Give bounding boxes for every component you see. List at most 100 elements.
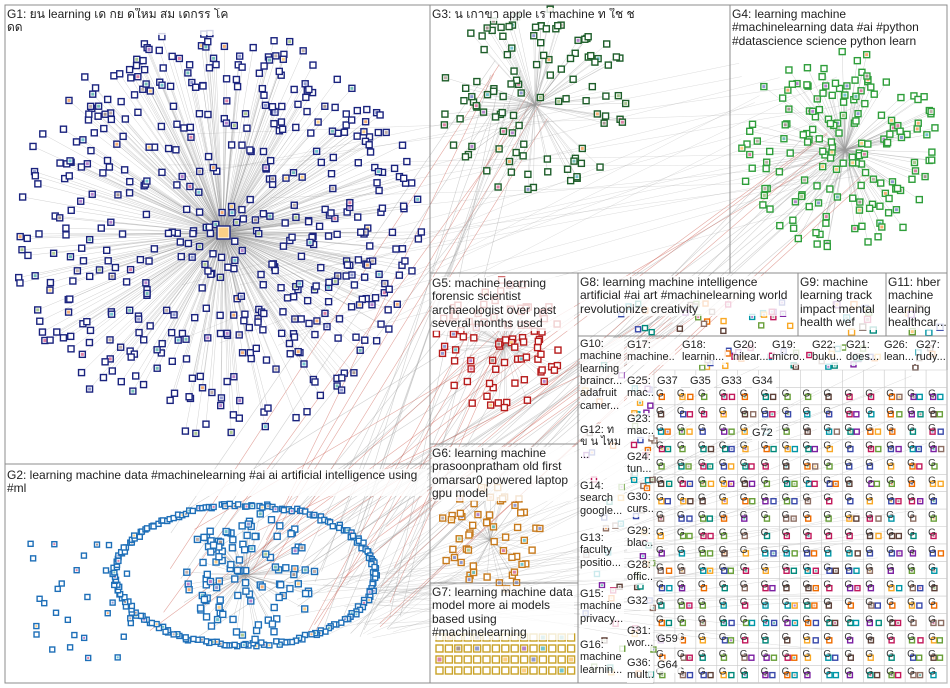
small-group-node-avatar (642, 555, 644, 557)
g3-node-avatar (443, 123, 446, 126)
g1-node (278, 119, 284, 125)
small-group-node-avatar (771, 413, 773, 415)
small-group-tag: G (656, 388, 664, 399)
g1-node-avatar (298, 282, 301, 285)
small-group-tag: G (886, 475, 894, 486)
g1-node-avatar (198, 170, 201, 173)
g4-node (828, 139, 834, 145)
g1-node-avatar (359, 349, 362, 352)
g1-node (261, 63, 267, 69)
g1-node (318, 265, 324, 271)
small-group-node (854, 516, 859, 521)
small-group-tag: G (761, 441, 769, 452)
small-group-tag: G (740, 597, 748, 608)
small-group-tag: G (740, 528, 748, 539)
small-group-tag: G (740, 562, 748, 573)
small-group-node (708, 447, 713, 452)
small-group-tag: G (886, 528, 894, 539)
g1-node (178, 254, 184, 260)
g1-node (86, 340, 92, 346)
g3-node (544, 156, 550, 162)
small-group-tag: G (782, 458, 790, 469)
small-group-tag: G (928, 475, 936, 486)
g2-isolate-node (121, 634, 126, 639)
g2-inner-node-avatar (300, 546, 303, 549)
small-group-node-avatar (794, 674, 796, 676)
g1-node (317, 392, 323, 398)
small-group-tag: G (761, 667, 769, 678)
g5-node (471, 335, 477, 341)
small-group-tag: G (928, 562, 936, 573)
g4-node (828, 155, 834, 161)
g1-node (142, 67, 148, 73)
small-group-tag: G (844, 580, 852, 591)
g5-node (503, 337, 509, 343)
g1-node (304, 409, 310, 415)
g5-node-avatar (452, 333, 455, 336)
small-group-tag: G (803, 632, 811, 643)
g1-node (362, 274, 368, 280)
g4-node (824, 243, 830, 249)
g2-inner-node (287, 586, 293, 592)
small-group-tag: G (719, 562, 727, 573)
g1-edge (223, 233, 317, 321)
g1-node-avatar (309, 241, 312, 244)
g6-node-avatar (467, 549, 470, 552)
small-group-tag: G (844, 528, 852, 539)
g1-node (60, 126, 66, 132)
small-group-tag: G (719, 388, 727, 399)
g1-node (187, 62, 193, 68)
small-group-tag: G (865, 493, 873, 504)
g11-node-avatar (911, 330, 914, 333)
g2-inner-node (234, 567, 240, 573)
g6-node (470, 522, 476, 528)
g1-node (109, 368, 115, 374)
g6-node (484, 574, 490, 580)
g6-node-avatar (460, 561, 463, 564)
small-group-node (688, 394, 693, 399)
g1-node (235, 84, 241, 90)
g3-node (570, 76, 576, 82)
small-group-node (648, 403, 653, 408)
small-group-tag: G (907, 475, 915, 486)
g1-node-avatar (203, 263, 206, 266)
g4-node (820, 148, 826, 154)
small-group-node (791, 568, 796, 573)
g18-label: G18: learnin... (682, 339, 726, 365)
g1-node-avatar (146, 292, 149, 295)
g1-node (386, 326, 392, 332)
g3-node (484, 168, 490, 174)
small-group-tag: G (803, 441, 811, 452)
small-group-tag: G (803, 388, 811, 399)
g1-node (334, 76, 340, 82)
g2-ring-node-avatar (224, 505, 226, 507)
g7-node (474, 667, 481, 674)
g8-node (759, 323, 764, 328)
g1-node (298, 316, 304, 322)
small-group-tag: G (761, 528, 769, 539)
g1-node (66, 173, 72, 179)
g1-node (229, 142, 235, 148)
small-group-tag: G (823, 423, 831, 434)
g3-node-avatar (511, 131, 514, 134)
small-group-tag: G (907, 667, 915, 678)
small-group-tag: G (740, 667, 748, 678)
g1-node-avatar (366, 264, 369, 267)
small-group-tag: G (928, 441, 936, 452)
g4-node (776, 169, 782, 175)
g1-node (86, 111, 92, 117)
g3-node (498, 24, 504, 30)
g1-node (332, 104, 338, 110)
g4-node (854, 58, 860, 64)
g4-node-avatar (896, 124, 899, 127)
g1-node (147, 323, 153, 329)
g1-node (247, 350, 253, 356)
g2-isolate-node (31, 556, 36, 561)
small-group-node (833, 655, 838, 660)
g10-label: G10: machine learning braincr... adafrui… (580, 338, 624, 422)
g1-node (141, 382, 147, 388)
g3-node-avatar (581, 147, 584, 150)
small-group-tag: G (740, 545, 748, 556)
small-group-tag: G (907, 649, 915, 660)
small-group-node (876, 534, 881, 539)
